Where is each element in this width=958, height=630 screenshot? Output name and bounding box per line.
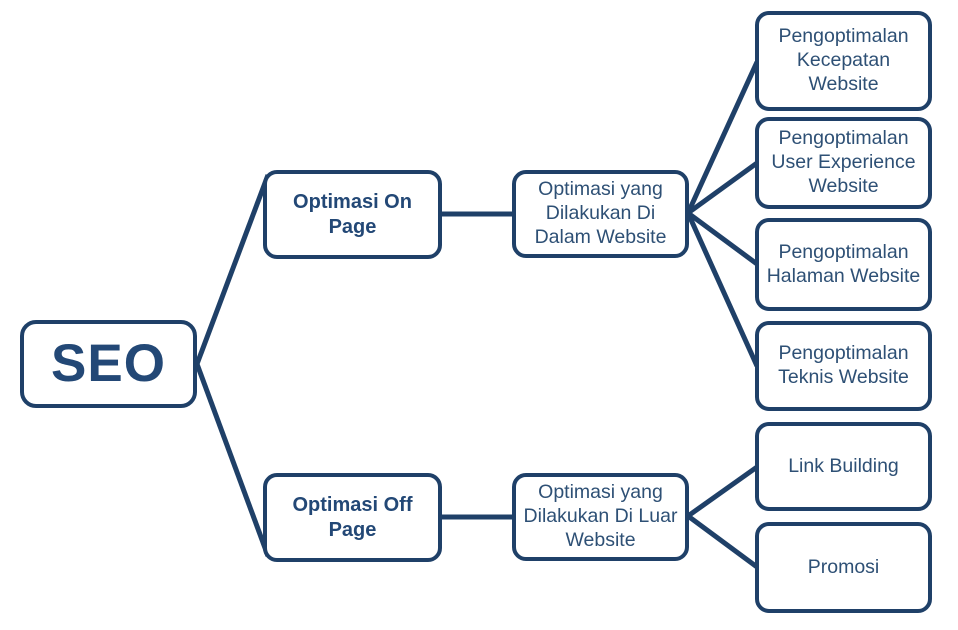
node-leaf-teknis-website-label: Pengoptimalan Teknis Website (778, 342, 909, 388)
node-leaf-user-experience-website[interactable]: Pengoptimalan User Experience Website (755, 117, 932, 209)
node-leaf-link-building[interactable]: Link Building (755, 422, 932, 511)
node-leaf-user-experience-website-label: Pengoptimalan User Experience Website (771, 127, 916, 197)
node-optimasi-luar-website-label: Optimasi yang Dilakukan Di Luar Website (523, 481, 678, 551)
edge-root-to-on-page (194, 174, 271, 365)
node-leaf-teknis-website[interactable]: Pengoptimalan Teknis Website (755, 321, 932, 411)
node-leaf-promosi-label: Promosi (807, 555, 880, 578)
edge-out-website-to-leaf-link-building (686, 464, 759, 519)
edge-out-website-to-leaf-promosi (686, 513, 759, 570)
node-seo-root-label: SEO (51, 333, 166, 393)
node-seo-root[interactable]: SEO (20, 320, 197, 408)
edge-in-website-to-leaf-speed (685, 60, 760, 215)
node-optimasi-on-page-label: Optimasi On Page (293, 191, 412, 238)
node-leaf-halaman-website-label: Pengoptimalan Halaman Website (766, 240, 921, 287)
node-leaf-link-building-label: Link Building (788, 454, 899, 477)
node-leaf-kecepatan-website-label: Pengoptimalan Kecepatan Website (778, 25, 909, 95)
node-optimasi-off-page[interactable]: Optimasi Off Page (263, 473, 442, 562)
node-optimasi-dalam-website[interactable]: Optimasi yang Dilakukan Di Dalam Website (512, 170, 689, 258)
node-optimasi-luar-website[interactable]: Optimasi yang Dilakukan Di Luar Website (512, 473, 689, 561)
node-optimasi-off-page-label: Optimasi Off Page (292, 494, 413, 541)
node-leaf-kecepatan-website[interactable]: Pengoptimalan Kecepatan Website (755, 11, 932, 111)
node-optimasi-dalam-website-label: Optimasi yang Dilakukan Di Dalam Website (534, 178, 667, 248)
edge-in-website-to-leaf-page (686, 210, 759, 267)
edge-root-to-off-page (194, 363, 271, 557)
node-leaf-promosi[interactable]: Promosi (755, 522, 932, 613)
edge-in-website-to-leaf-technical (685, 211, 760, 368)
edge-in-website-to-leaf-ux (686, 160, 759, 216)
node-leaf-halaman-website[interactable]: Pengoptimalan Halaman Website (755, 218, 932, 311)
node-optimasi-on-page[interactable]: Optimasi On Page (263, 170, 442, 259)
